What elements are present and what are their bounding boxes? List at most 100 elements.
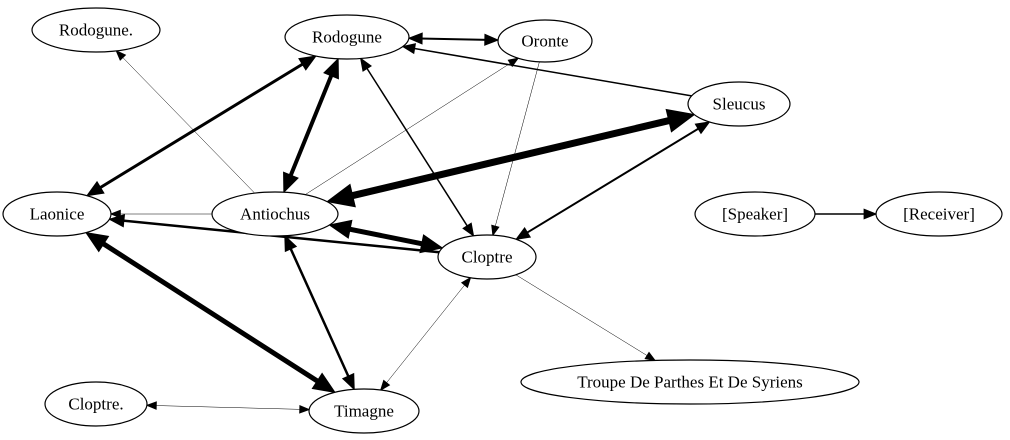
arrowhead-cloptre [515, 226, 532, 240]
node-ellipse [694, 191, 816, 237]
node-rodogune-dot: Rodogune. [31, 7, 161, 53]
edge-cloptre_dot-to-timagne [145, 401, 311, 414]
arrowhead-receiver [863, 208, 878, 220]
node-ellipse [284, 14, 410, 60]
node-label: Antiochus [240, 205, 310, 224]
node-receiver: [Receiver] [875, 191, 1003, 237]
arrowhead-cloptre [419, 234, 444, 254]
edge-line [343, 225, 429, 248]
edge-antiochus-to-timagne [284, 234, 355, 391]
node-ellipse [2, 191, 112, 237]
arrowhead-cloptre [491, 224, 500, 237]
edge-line [411, 47, 693, 97]
node-cloptre: Cloptre [437, 234, 537, 280]
edge-line [304, 61, 513, 195]
node-label: Cloptre. [68, 395, 123, 414]
node-ellipse [520, 359, 860, 405]
node-ellipse [497, 19, 593, 63]
arrowhead-rodogune [401, 43, 417, 55]
edge-antiochus-to-rodogune [283, 57, 339, 194]
arrowhead-laonice [108, 214, 126, 228]
edge-cloptre-to-troupe [515, 274, 657, 362]
edge-sleucus-to-rodogune [401, 43, 693, 97]
edge-line [524, 126, 702, 235]
edge-rodogune-to-cloptre [359, 57, 475, 237]
arrowhead-timagne [341, 372, 355, 391]
arrowhead-antiochus [283, 171, 299, 194]
arrowhead-oronte [507, 57, 520, 68]
arrowhead-cloptre_dot [145, 401, 157, 410]
edge-cloptre-to-timagne [379, 276, 472, 392]
node-rodogune: Rodogune [284, 14, 410, 60]
arrowhead-oronte [484, 33, 500, 46]
node-label: Oronte [521, 32, 568, 51]
edge-line [121, 55, 255, 194]
node-label: [Speaker] [722, 205, 788, 224]
node-label: Sleucus [713, 95, 766, 114]
node-ellipse [211, 191, 339, 237]
edge-rodogune-to-oronte [407, 32, 500, 46]
edge-line [494, 61, 540, 229]
edge-antiochus-to-rodogune_dot [115, 49, 255, 194]
arrowhead-timagne [311, 372, 336, 394]
node-sleucus: Sleucus [687, 81, 791, 127]
arrowhead-rodogune [359, 57, 372, 72]
edge-antiochus-to-laonice [109, 209, 213, 219]
edge-line [418, 37, 489, 41]
node-antiochus: Antiochus [211, 191, 339, 237]
edge-antiochus-to-cloptre [328, 219, 444, 254]
node-cloptre-dot: Cloptre. [44, 381, 148, 427]
edge-line [96, 61, 307, 191]
arrowhead-rodogune [298, 55, 317, 71]
node-ellipse [687, 81, 791, 127]
edge-line [287, 70, 335, 181]
arrowhead-cloptre [462, 222, 475, 237]
edge-antiochus-to-oronte [304, 57, 520, 195]
edge-sleucus-to-cloptre [515, 121, 711, 240]
arrowhead-rodogune [407, 32, 423, 45]
node-oronte: Oronte [497, 19, 593, 63]
edge-laonice-to-timagne [84, 231, 336, 394]
edge-speaker-to-receiver [814, 208, 878, 220]
edge-laonice-to-rodogune [85, 55, 317, 197]
edge-line [288, 245, 351, 381]
node-label: Troupe De Parthes Et De Syriens [577, 373, 803, 392]
arrowhead-sleucus [694, 121, 711, 135]
arrowhead-cloptre [460, 276, 472, 289]
node-label: Timagne [334, 402, 394, 421]
arrowhead-rodogune_dot [115, 49, 127, 61]
arrowhead-antiochus [328, 219, 353, 239]
edge-line [97, 239, 324, 386]
edge-line [385, 283, 467, 385]
node-timagne: Timagne [308, 388, 420, 434]
arrowhead-timagne [299, 404, 311, 414]
node-ellipse [437, 234, 537, 280]
arrowhead-troupe [644, 351, 657, 362]
node-ellipse [44, 381, 148, 427]
arrowhead-laonice [85, 180, 105, 197]
node-label: [Receiver] [903, 205, 975, 224]
edge-antiochus-to-sleucus [325, 108, 696, 208]
arrowhead-rodogune [323, 57, 339, 80]
edge-line [515, 274, 649, 357]
arrowhead-laonice [84, 231, 110, 253]
node-laonice: Laonice [2, 191, 112, 237]
node-troupe: Troupe De Parthes Et De Syriens [520, 359, 860, 405]
edge-line [344, 115, 678, 201]
node-speaker: [Speaker] [694, 191, 816, 237]
arrowhead-antiochus [284, 234, 298, 253]
node-ellipse [308, 388, 420, 434]
arrowhead-timagne [379, 379, 391, 392]
node-label: Rodogune. [59, 21, 133, 40]
arrowhead-laonice [109, 209, 121, 219]
node-ellipse [875, 191, 1003, 237]
node-label: Laonice [30, 205, 85, 224]
arrowhead-sleucus [665, 108, 696, 133]
edge-oronte-to-cloptre [491, 61, 540, 237]
arrowhead-antiochus [325, 183, 356, 208]
edge-line [154, 405, 302, 410]
node-label: Rodogune [312, 28, 382, 47]
node-label: Cloptre [462, 248, 513, 267]
